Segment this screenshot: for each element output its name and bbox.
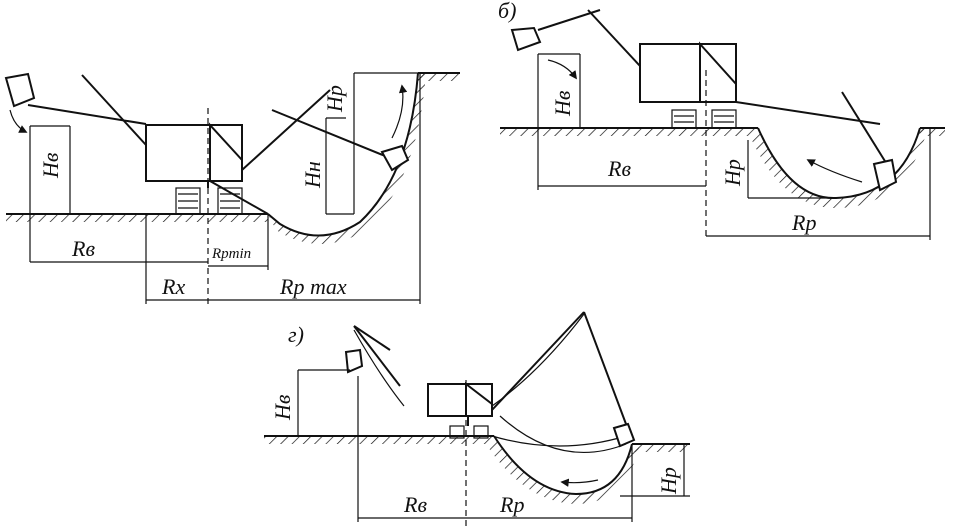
dimensions-g xyxy=(297,369,690,526)
bucket-a-right xyxy=(380,144,410,172)
label-r-r-b: Rр xyxy=(791,210,816,235)
tag-b: б) xyxy=(498,0,516,23)
label-h-r-g: Hр xyxy=(656,467,681,495)
dimensions-a xyxy=(29,72,421,304)
track-left-b xyxy=(671,109,697,129)
tag-g: г) xyxy=(288,322,304,347)
track-right-g xyxy=(473,425,489,439)
label-h-v-a: Hв xyxy=(38,152,63,179)
label-r-p-max-a: Rр max xyxy=(279,274,347,299)
pit-b xyxy=(750,127,928,208)
bucket-a-left xyxy=(4,72,36,108)
label-r-r-g: Rр xyxy=(499,492,524,517)
bucket-g-left xyxy=(344,348,364,374)
diagram-g: г) xyxy=(264,311,690,526)
label-h-v-b: Hв xyxy=(550,90,575,117)
arrow-a-right xyxy=(391,84,408,139)
track-right-a xyxy=(217,187,243,215)
boom-g xyxy=(353,311,627,454)
label-r-v-b: Rв xyxy=(607,156,631,181)
track-left-g xyxy=(449,425,465,439)
label-r-v-a: Rв xyxy=(71,236,95,261)
track-right-b xyxy=(711,109,737,129)
track-left-a xyxy=(175,187,201,215)
arrow-b-right xyxy=(806,159,863,183)
excavator-b xyxy=(639,41,737,129)
label-h-r-b: Hр xyxy=(720,159,745,187)
label-h-v-g: Hв xyxy=(270,394,295,421)
boom-a xyxy=(27,74,391,215)
excavator-a xyxy=(145,122,243,215)
pit-a xyxy=(267,72,426,244)
dimensions-b xyxy=(537,53,931,240)
arrow-b-left xyxy=(547,59,577,80)
diagram-b: б) xyxy=(498,0,945,240)
bucket-g-right xyxy=(612,422,636,448)
label-r-p-min-a: Rрmin xyxy=(211,246,251,262)
arrow-a-left xyxy=(9,109,28,133)
diagram-a: Hв Hр Hн Rв Rрmin Rx Rр max xyxy=(4,72,460,304)
pit-g xyxy=(486,435,640,504)
bucket-b-left xyxy=(510,26,542,52)
label-r-v-g: Rв xyxy=(403,492,427,517)
label-r-x-a: Rx xyxy=(161,274,185,299)
cab-front-a xyxy=(209,122,243,182)
bucket-b-right xyxy=(872,158,898,192)
excavator-g xyxy=(427,381,493,439)
label-h-r-a: Hр xyxy=(322,85,347,113)
boom-b xyxy=(537,9,889,167)
ground-g xyxy=(264,435,690,452)
label-h-n-a: Hн xyxy=(300,161,325,189)
ground-b xyxy=(500,127,945,136)
arrow-g xyxy=(560,478,599,487)
